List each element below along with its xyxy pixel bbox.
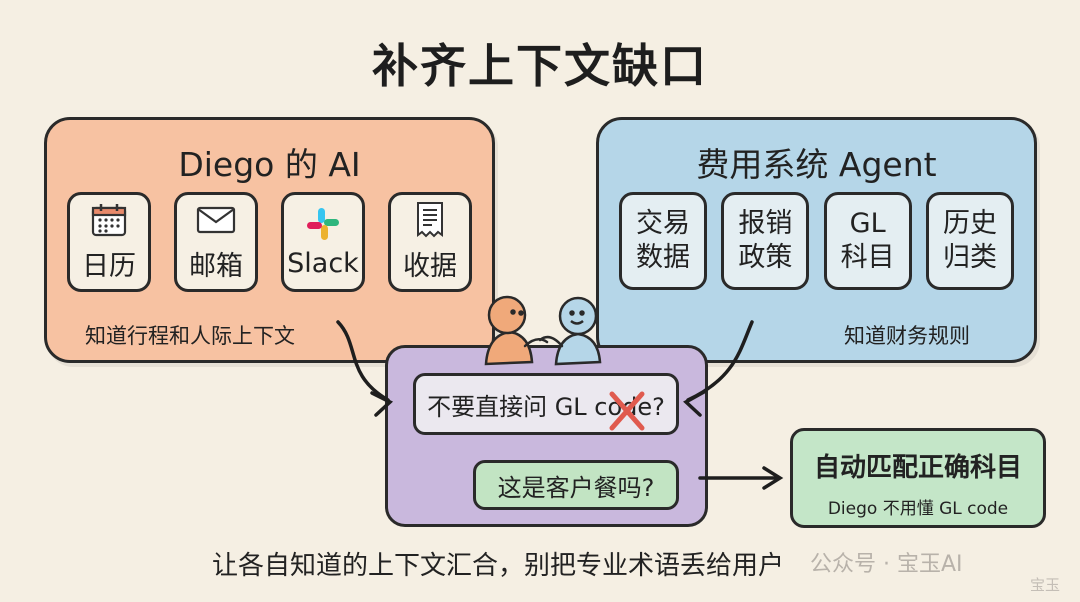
expense-agent-panel: 费用系统 Agent 交易 数据 报销 政策 GL 科目 历史 归类 知道财务规… [596, 117, 1037, 363]
calendar-icon [90, 202, 128, 238]
cross-mark-icon [609, 391, 645, 431]
tile-expense-policy: 报销 政策 [721, 192, 810, 290]
result-box: 自动匹配正确科目 Diego 不用懂 GL code [790, 428, 1046, 528]
question-yes-text: 这是客户餐吗? [497, 473, 655, 502]
diego-ai-title: Diego 的 AI [178, 145, 361, 184]
watermark: 公众号 · 宝玉AI [810, 552, 963, 577]
tile-history-category: 历史 归类 [925, 192, 1014, 290]
bottom-summary: 让各自知道的上下文汇合，别把专业术语丢给用户 [212, 551, 785, 581]
client-meal-question-bubble: 这是客户餐吗? [473, 460, 679, 510]
tile-slack: Slack [281, 192, 365, 292]
tile-gl-account: GL 科目 [823, 192, 912, 290]
tile-line1: 交易 [636, 208, 690, 239]
tile-label: 日历 [82, 250, 136, 282]
tile-label: 收据 [403, 250, 457, 282]
tile-transaction-data: 交易 数据 [619, 192, 707, 290]
tile-line1: 报销 [738, 208, 793, 239]
tile-line1: GL [849, 208, 886, 239]
tile-calendar: 日历 [67, 192, 151, 292]
result-subtitle: Diego 不用懂 GL code [827, 499, 1009, 519]
receipt-icon [415, 201, 445, 238]
tile-line2: 政策 [738, 242, 793, 273]
expense-agent-title: 费用系统 Agent [696, 145, 937, 184]
handshake-icon [523, 335, 564, 348]
tile-line1: 历史 [942, 208, 997, 239]
tile-mail: 邮箱 [174, 192, 258, 292]
page-title: 补齐上下文缺口 [372, 39, 708, 93]
envelope-icon [196, 202, 236, 238]
expense-agent-tiles: 交易 数据 报销 政策 GL 科目 历史 归类 [619, 192, 1014, 290]
diego-ai-tiles: 日历 邮箱 Slack [67, 192, 472, 292]
tile-line2: 归类 [942, 242, 997, 273]
result-title: 自动匹配正确科目 [813, 453, 1022, 483]
result-arrow [698, 466, 784, 490]
diego-ai-panel: Diego 的 AI 日历 [44, 117, 495, 363]
tile-receipt: 收据 [388, 192, 472, 292]
tile-line2: 科目 [840, 242, 895, 273]
tile-label: Slack [287, 247, 359, 279]
tile-label: 邮箱 [189, 250, 243, 282]
left-arrow [336, 320, 394, 417]
tile-line2: 数据 [636, 242, 690, 273]
person-right-icon [554, 296, 602, 366]
person-left-icon [484, 295, 534, 366]
expense-agent-caption: 知道财务规则 [844, 324, 970, 348]
watermark-small: 宝玉 [1030, 576, 1061, 594]
right-arrow [683, 320, 754, 417]
diego-ai-caption: 知道行程和人际上下文 [85, 324, 295, 348]
slack-icon [305, 206, 341, 242]
